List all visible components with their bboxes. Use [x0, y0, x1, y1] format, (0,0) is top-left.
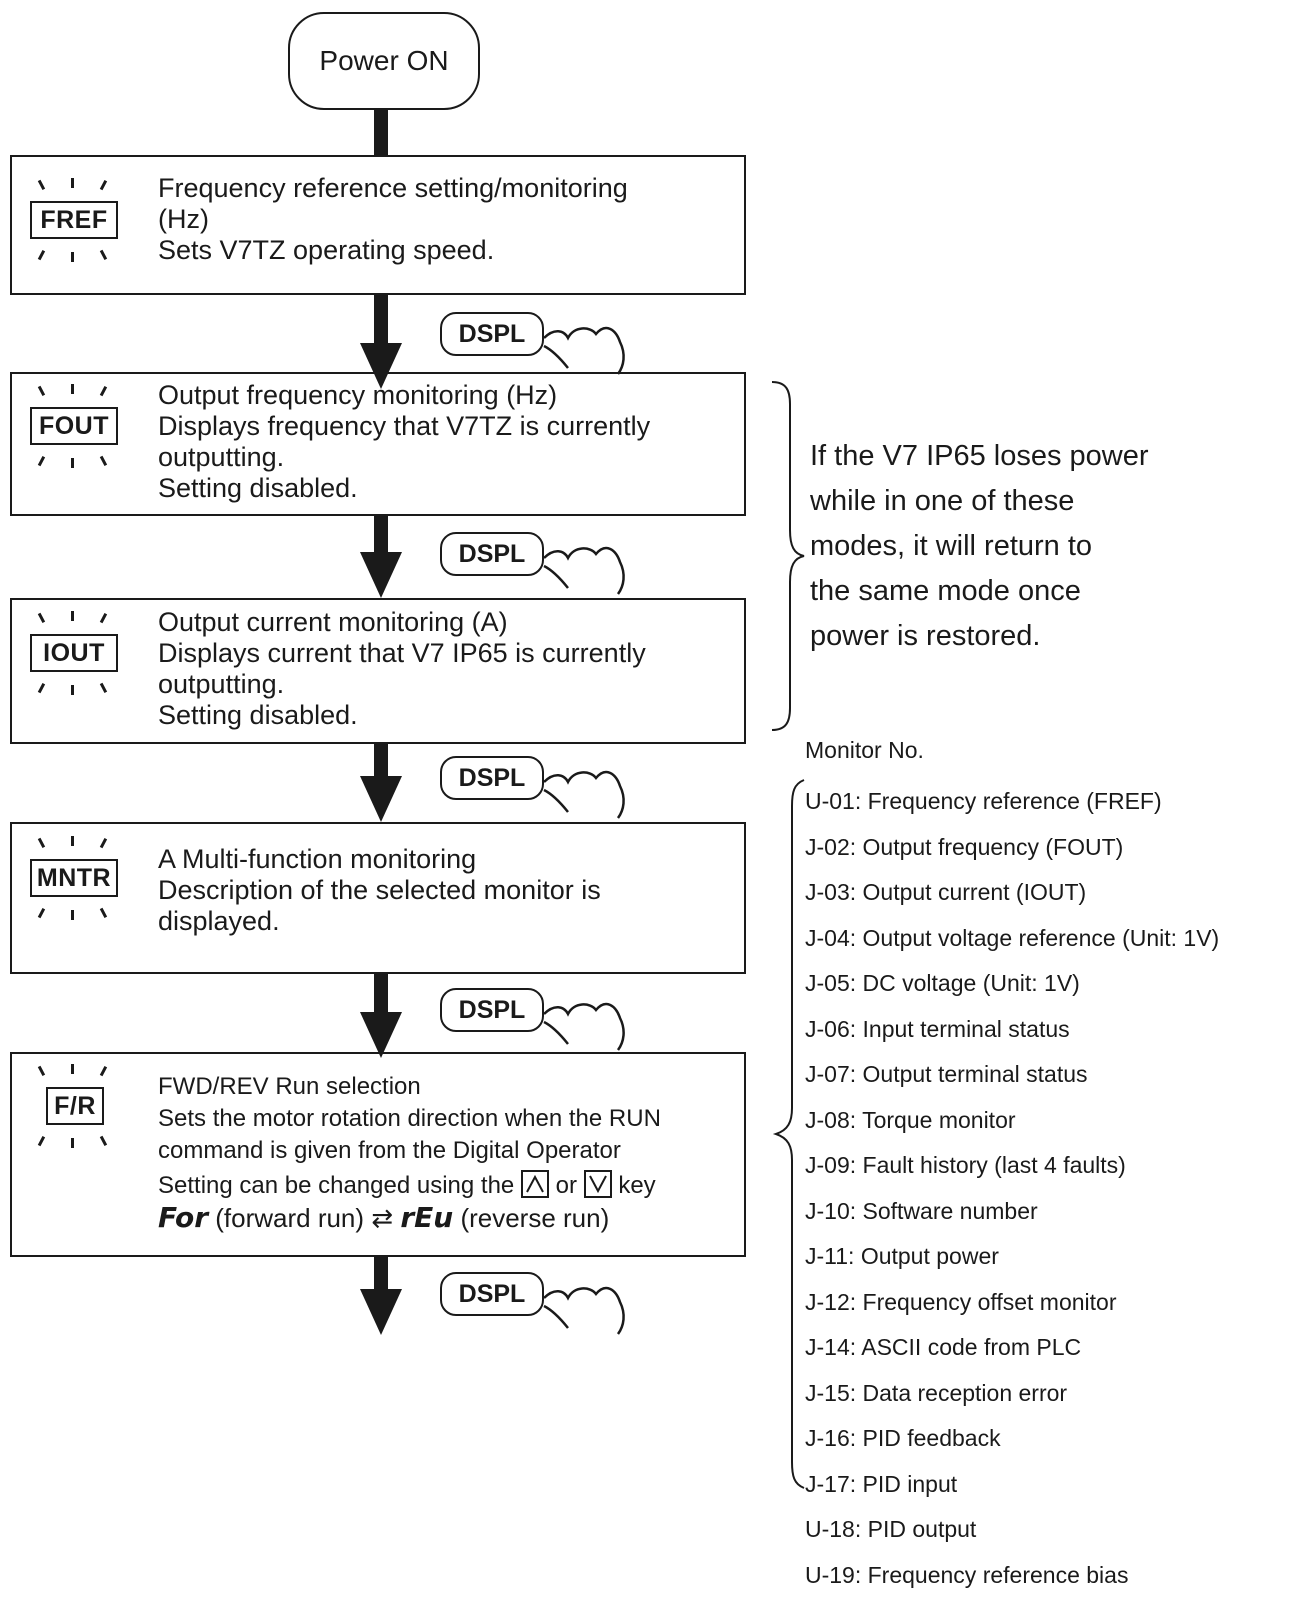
- pressing-hand-icon: [440, 752, 630, 822]
- fr-description: FWD/REV Run selection Sets the motor rot…: [158, 1072, 661, 1234]
- monitor-item: J-15: Data reception error: [805, 1371, 1219, 1417]
- fout-description: Output frequency monitoring (Hz) Display…: [158, 380, 650, 504]
- monitor-item: J-10: Software number: [805, 1189, 1219, 1235]
- desc-line: Frequency reference setting/monitoring: [158, 173, 628, 204]
- dspl-key-2[interactable]: DSPL: [440, 528, 630, 598]
- monitor-item: U-01: Frequency reference (FREF): [805, 779, 1219, 825]
- monitor-item: J-02: Output frequency (FOUT): [805, 825, 1219, 871]
- fref-description: Frequency reference setting/monitoring (…: [158, 173, 628, 266]
- dspl-key-1[interactable]: DSPL: [440, 308, 630, 378]
- note-line: power is restored.: [810, 614, 1149, 659]
- note-line: the same mode once: [810, 569, 1149, 614]
- iout-indicator: IOUT: [24, 607, 126, 703]
- desc-line: Sets V7TZ operating speed.: [158, 235, 628, 266]
- pressing-hand-icon: [440, 1268, 630, 1338]
- monitor-item: J-08: Torque monitor: [805, 1098, 1219, 1144]
- monitor-item: J-11: Output power: [805, 1234, 1219, 1280]
- fref-key: FREF: [30, 201, 118, 239]
- desc-line: Output current monitoring (A): [158, 607, 646, 638]
- monitor-title: Monitor No.: [805, 737, 924, 764]
- desc-line: Description of the selected monitor is: [158, 875, 601, 906]
- desc-line: (Hz): [158, 204, 628, 235]
- dspl-key-3[interactable]: DSPL: [440, 752, 630, 822]
- left-brace: [768, 778, 808, 1490]
- forward-code: For: [158, 1201, 208, 1234]
- monitor-item: J-09: Fault history (last 4 faults): [805, 1143, 1219, 1189]
- reverse-code: rEu: [400, 1201, 453, 1234]
- fout-indicator: FOUT: [24, 380, 126, 476]
- desc-line: A Multi-function monitoring: [158, 844, 601, 875]
- down-key-icon: [584, 1170, 612, 1198]
- pressing-hand-icon: [440, 984, 630, 1054]
- down-arrow: [360, 516, 402, 598]
- forward-text: (forward run): [215, 1203, 364, 1233]
- monitor-item: J-17: PID input: [805, 1462, 1219, 1508]
- key-usage-after: key: [618, 1172, 655, 1199]
- key-usage-line: Setting can be changed using the or key: [158, 1170, 661, 1201]
- toggle-arrow-icon: ⇄: [371, 1204, 393, 1234]
- up-key-icon: [521, 1170, 549, 1198]
- key-usage-or: or: [556, 1172, 577, 1199]
- iout-description: Output current monitoring (A) Displays c…: [158, 607, 646, 731]
- direction-line: For (forward run) ⇄ rEu (reverse run): [158, 1203, 661, 1234]
- monitor-item: J-14: ASCII code from PLC: [805, 1325, 1219, 1371]
- desc-line: Displays frequency that V7TZ is currentl…: [158, 411, 650, 442]
- dspl-key-5[interactable]: DSPL: [440, 1268, 630, 1338]
- desc-line: Output frequency monitoring (Hz): [158, 380, 650, 411]
- power-loss-note: If the V7 IP65 loses power while in one …: [810, 434, 1149, 659]
- desc-line: Displays current that V7 IP65 is current…: [158, 638, 646, 669]
- connector-line: [374, 110, 388, 156]
- pressing-hand-icon: [440, 528, 630, 598]
- desc-line: outputting.: [158, 669, 646, 700]
- down-arrow: [360, 1257, 402, 1337]
- power-on-terminal: Power ON: [288, 12, 480, 110]
- pressing-hand-icon: [440, 308, 630, 378]
- mntr-description: A Multi-function monitoring Description …: [158, 844, 601, 937]
- monitor-item: J-04: Output voltage reference (Unit: 1V…: [805, 916, 1219, 962]
- monitor-item: J-16: PID feedback: [805, 1416, 1219, 1462]
- iout-key: IOUT: [30, 634, 118, 672]
- monitor-item: J-05: DC voltage (Unit: 1V): [805, 961, 1219, 1007]
- note-line: If the V7 IP65 loses power: [810, 434, 1149, 479]
- monitor-item: U-19: Frequency reference bias: [805, 1553, 1219, 1598]
- down-arrow: [360, 744, 402, 822]
- down-arrow: [360, 974, 402, 1058]
- monitor-item: U-18: PID output: [805, 1507, 1219, 1553]
- desc-line: FWD/REV Run selection: [158, 1072, 661, 1102]
- mntr-key: MNTR: [30, 859, 118, 897]
- desc-line: Sets the motor rotation direction when t…: [158, 1104, 661, 1134]
- key-usage-before: Setting can be changed using the: [158, 1172, 514, 1199]
- desc-line: Setting disabled.: [158, 473, 650, 504]
- fr-key: F/R: [46, 1087, 104, 1125]
- desc-line: outputting.: [158, 442, 650, 473]
- dspl-key-4[interactable]: DSPL: [440, 984, 630, 1054]
- monitor-item: J-06: Input terminal status: [805, 1007, 1219, 1053]
- monitor-item: J-12: Frequency offset monitor: [805, 1280, 1219, 1326]
- fout-key: FOUT: [30, 407, 118, 445]
- right-brace: [770, 380, 810, 732]
- desc-line: Setting disabled.: [158, 700, 646, 731]
- desc-line: displayed.: [158, 906, 601, 937]
- note-line: modes, it will return to: [810, 524, 1149, 569]
- fref-indicator: FREF: [24, 174, 126, 270]
- mntr-indicator: MNTR: [24, 832, 126, 928]
- monitor-item: J-03: Output current (IOUT): [805, 870, 1219, 916]
- desc-line: command is given from the Digital Operat…: [158, 1136, 661, 1166]
- reverse-text: (reverse run): [460, 1203, 609, 1233]
- monitor-list: U-01: Frequency reference (FREF) J-02: O…: [805, 779, 1219, 1598]
- monitor-item: J-07: Output terminal status: [805, 1052, 1219, 1098]
- note-line: while in one of these: [810, 479, 1149, 524]
- fr-indicator: F/R: [24, 1060, 126, 1156]
